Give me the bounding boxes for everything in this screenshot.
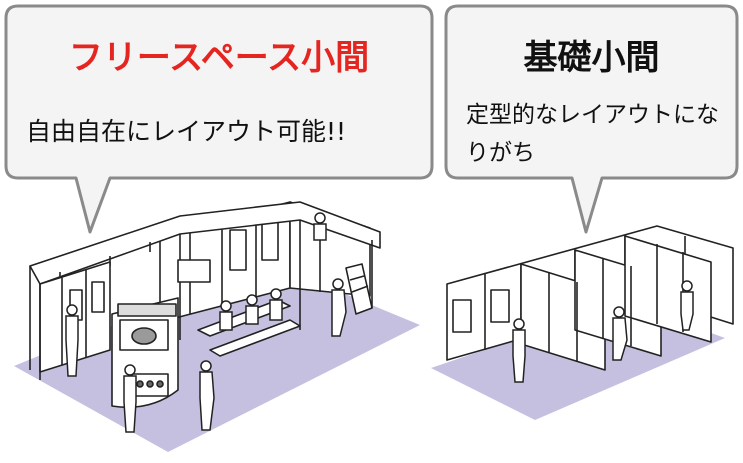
basic-booth-bubble: 基礎小間 定型的なレイアウトになりがち <box>444 4 739 234</box>
monitor <box>177 259 211 283</box>
basic-booth-title: 基礎小間 <box>523 38 660 78</box>
person-figure <box>612 306 628 361</box>
person-figure <box>313 212 327 241</box>
person-figure <box>219 300 233 331</box>
free-space-title: フリースペース小間 <box>68 38 370 78</box>
free-space-booth-illustration <box>14 201 420 452</box>
person-figure <box>65 304 79 377</box>
truss-frame <box>29 201 381 285</box>
person-figure <box>245 294 259 325</box>
person-figure <box>680 280 694 331</box>
person-figure <box>512 318 526 383</box>
speech-bubble-shape <box>444 4 739 234</box>
person-figure <box>123 364 137 433</box>
bench <box>209 319 301 357</box>
basic-booth-illustration <box>431 225 734 420</box>
free-space-description: 自由自在にレイアウト可能!! <box>26 117 347 146</box>
person-figure <box>199 360 215 431</box>
person-figure <box>269 288 283 321</box>
free-space-bubble: フリースペース小間 自由自在にレイアウト可能!! <box>4 4 434 234</box>
person-figure <box>331 278 347 337</box>
basic-booth-description: 定型的なレイアウトになりがち <box>466 102 719 166</box>
speech-bubble-shape <box>4 4 434 234</box>
